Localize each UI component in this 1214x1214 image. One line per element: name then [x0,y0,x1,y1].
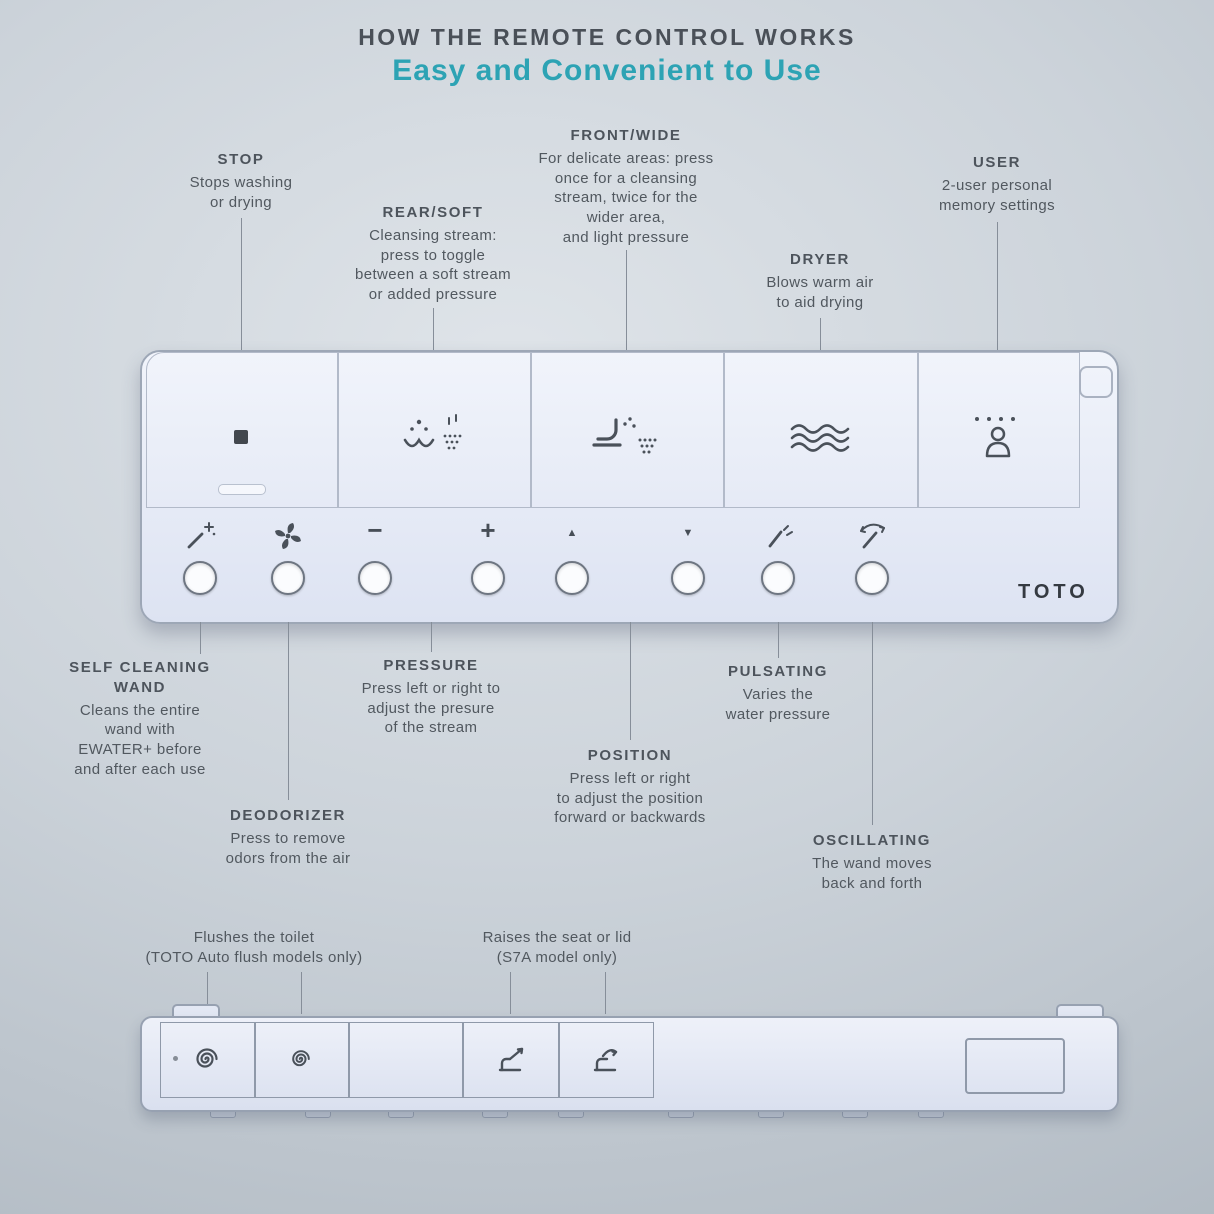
page-subtitle: Easy and Convenient to Use [392,54,822,87]
user-annotation: USER 2-user personal memory settings [939,153,1055,215]
annotation-label: OSCILLATING [812,832,932,849]
connector-line [605,972,606,1014]
front-wide-annotation: FRONT/WIDE For delicate areas: press onc… [538,126,713,248]
deodorizer-button[interactable] [271,561,305,595]
connector-line [241,218,242,424]
annotation-desc: Press left or right to adjust the positi… [554,769,706,827]
connector-line [626,250,627,410]
self-cleaning-wand-button[interactable] [183,561,217,595]
pressure-plus-button[interactable] [471,561,505,595]
seat-lid-annotation: Raises the seat or lid (S7A model only) [483,928,632,968]
oscillating-icon [855,521,889,551]
annotation-desc: Cleans the entire wand with EWATER+ befo… [74,701,206,778]
connector-line [431,622,432,652]
blank-panel [348,1022,464,1098]
connector-line [288,622,289,800]
rear-soft-annotation: REAR/SOFT Cleansing stream: press to tog… [355,203,511,305]
annotation-desc: Raises the seat or lid (S7A model only) [482,929,632,966]
annotation-label: PULSATING [728,663,828,680]
position-up-button[interactable] [555,561,589,595]
annotation-label: SELF CLEANING WAND [69,659,211,696]
annotation-label: DEODORIZER [229,807,346,824]
deodorizer-icon [272,520,304,552]
connector-line [200,622,201,654]
position-annotation: POSITION Press left or right to adjust t… [554,746,705,828]
connector-line [630,622,631,740]
pulsating-button[interactable] [761,561,795,595]
deodorizer-annotation: DEODORIZER Press to remove odors from th… [226,806,351,868]
annotation-desc: 2-user personal memory settings [938,176,1056,214]
flush-button[interactable] [254,1022,350,1098]
annotation-desc: Press left or right to adjust the presur… [361,679,501,737]
flush-spiral-icon [287,1045,315,1073]
annotation-desc: Stops washing or drying [189,173,293,211]
arrow-down-icon: ▼ [682,527,694,539]
minus-icon: − [367,515,383,545]
connector-line [997,222,998,408]
pressure-minus-button[interactable] [358,561,392,595]
oscillating-annotation: OSCILLATING The wand moves back and fort… [812,831,932,893]
pulsating-icon [762,521,794,551]
annotation-label: USER [972,154,1022,171]
auto-flush-button[interactable] [160,1022,256,1098]
seat-raise-icon [492,1042,528,1076]
annotation-label: DRYER [790,251,850,268]
flush-annotation: Flushes the toilet (TOTO Auto flush mode… [146,928,363,968]
lid-raise-icon [587,1042,623,1076]
seat-raise-button[interactable] [462,1022,560,1098]
self-cleaning-wand-annotation: SELF CLEANING WAND Cleans the entire wan… [69,658,211,780]
rear-soft-button[interactable] [337,352,532,508]
pressure-annotation: PRESSURE Press left or right to adjust t… [362,656,501,738]
connector-line [207,972,208,1014]
annotation-label: STOP [217,151,265,168]
connector-line [778,622,779,658]
annotation-desc: Press to remove odors from the air [225,829,351,867]
annotation-desc: Flushes the toilet (TOTO Auto flush mode… [145,929,363,966]
user-button[interactable] [917,352,1080,508]
annotation-label: PRESSURE [383,657,479,674]
led-indicator [173,1056,178,1061]
user-icon [971,414,1023,460]
front-wide-icon [584,414,668,460]
dryer-annotation: DRYER Blows warm air to aid drying [766,250,873,312]
annotation-desc: Cleansing stream: press to toggle betwee… [355,226,511,304]
annotation-desc: For delicate areas: press once for a cle… [538,149,714,246]
annotation-label: FRONT/WIDE [570,127,682,144]
lid-raise-button[interactable] [558,1022,654,1098]
annotation-label: REAR/SOFT [382,204,484,221]
clip-notch [1079,366,1113,398]
annotation-desc: Varies the water pressure [725,685,831,723]
stop-button[interactable] [146,352,339,508]
annotation-desc: The wand moves back and forth [812,854,932,892]
pulsating-annotation: PULSATING Varies the water pressure [726,662,831,724]
connector-line [510,972,511,1014]
dryer-button[interactable] [723,352,919,508]
self-cleaning-wand-icon [183,520,217,552]
stop-button-bump [218,484,266,495]
position-down-button[interactable] [671,561,705,595]
toto-logo: TOTO [1018,581,1089,603]
connector-line [872,622,873,825]
arrow-up-icon: ▲ [566,527,578,539]
annotation-label: POSITION [587,747,673,764]
blank-plate [965,1038,1065,1094]
stop-annotation: STOP Stops washing or drying [190,150,293,212]
oscillating-button[interactable] [855,561,889,595]
plus-icon: + [480,515,496,545]
annotation-desc: Blows warm air to aid drying [766,273,874,311]
front-wide-button[interactable] [530,352,725,508]
rear-soft-icon [397,408,469,456]
dryer-icon [788,421,852,455]
flush-spiral-icon [190,1042,224,1076]
stop-icon [234,430,248,444]
connector-line [301,972,302,1014]
page-title: HOW THE REMOTE CONTROL WORKS [358,24,856,50]
